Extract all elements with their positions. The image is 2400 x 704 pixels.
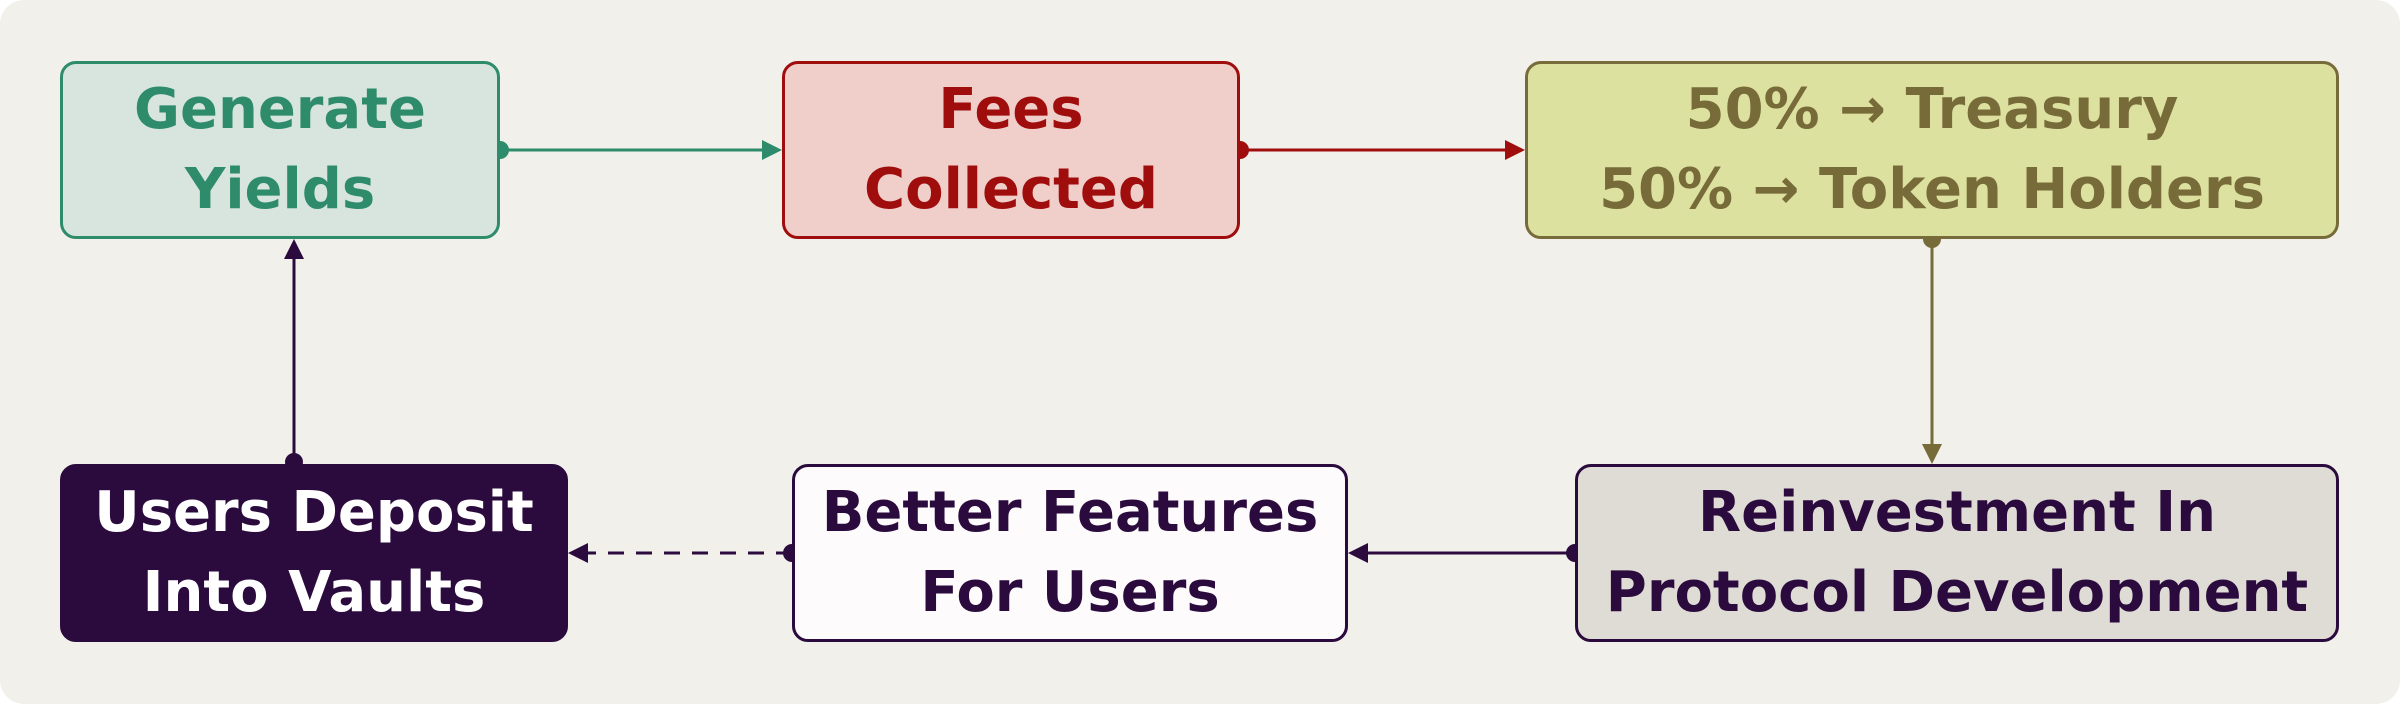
edge-fees-to-split (1231, 140, 1525, 160)
node-generate-yields: Generate Yields (60, 61, 500, 239)
node-users-deposit-label: Users Deposit Into Vaults (94, 480, 534, 625)
node-better-features-label: Better Features For Users (821, 480, 1319, 625)
edge-features-to-deposit (568, 543, 801, 563)
node-reinvestment-label: Reinvestment In Protocol Development (1605, 480, 2309, 625)
node-better-features: Better Features For Users (792, 464, 1348, 642)
node-fees-collected-label: Fees Collected (864, 77, 1158, 222)
edge-deposit-to-generate-arrowhead (284, 239, 304, 259)
node-fees-collected: Fees Collected (782, 61, 1240, 239)
edge-split-to-reinvest-arrowhead (1922, 444, 1942, 464)
edge-reinvest-to-features-arrowhead (1348, 543, 1368, 563)
node-generate-yields-label: Generate Yields (134, 77, 426, 222)
node-fee-split: 50% → Treasury 50% → Token Holders (1525, 61, 2339, 239)
edge-generate-to-fees (491, 140, 782, 160)
node-fee-split-label: 50% → Treasury 50% → Token Holders (1599, 77, 2265, 222)
node-users-deposit: Users Deposit Into Vaults (60, 464, 568, 642)
node-reinvestment: Reinvestment In Protocol Development (1575, 464, 2339, 642)
edge-fees-to-split-arrowhead (1505, 140, 1525, 160)
edge-deposit-to-generate (284, 239, 304, 471)
edge-generate-to-fees-arrowhead (762, 140, 782, 160)
edge-reinvest-to-features (1348, 543, 1584, 563)
edge-split-to-reinvest (1922, 230, 1942, 464)
edge-features-to-deposit-arrowhead (568, 543, 588, 563)
